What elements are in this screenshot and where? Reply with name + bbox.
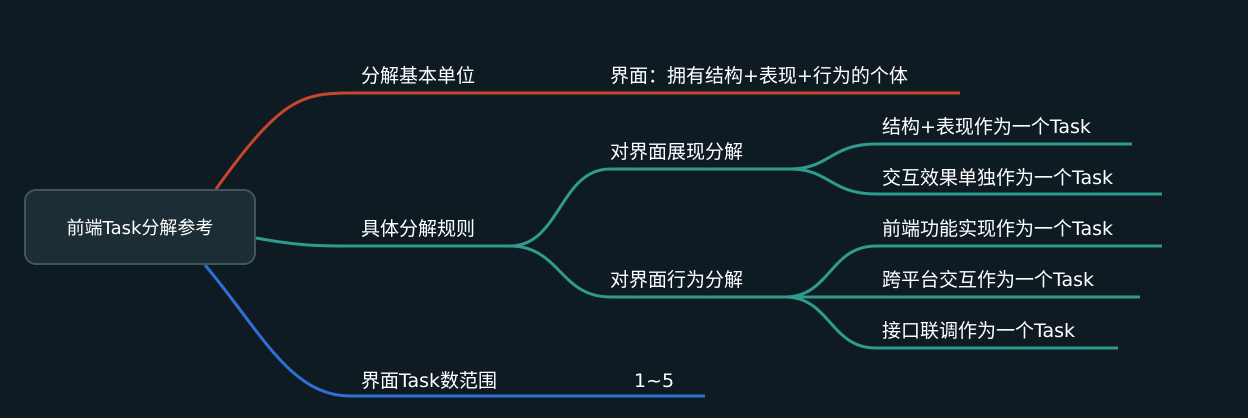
edge-display-to-interaction [789, 167, 1162, 196]
root-node[interactable]: 前端Task分解参考 [24, 189, 256, 265]
node-task-range-value[interactable]: 1~5 [634, 370, 675, 392]
node-task-range[interactable]: 界面Task数范围 [361, 370, 498, 392]
node-structure-task[interactable]: 结构+表现作为一个Task [882, 116, 1091, 138]
node-feature-task[interactable]: 前端功能实现作为一个Task [882, 218, 1114, 240]
edge-root-to-rules [255, 236, 351, 248]
root-node-label: 前端Task分解参考 [66, 218, 214, 239]
node-display-decomposition[interactable]: 对界面展现分解 [610, 141, 744, 163]
edge-root-to-basic-unit [214, 91, 351, 190]
edge-root-to-task-range [203, 264, 351, 398]
node-rules[interactable]: 具体分解规则 [361, 218, 476, 240]
node-cross-platform-task[interactable]: 跨平台交互作为一个Task [882, 269, 1095, 291]
edge-behavior-to-api [784, 295, 1118, 350]
edge-rules-to-behavior [509, 244, 785, 299]
edge-behavior-to-feature [784, 244, 1162, 299]
node-basic-unit-definition[interactable]: 界面：拥有结构+表现+行为的个体 [610, 65, 908, 87]
node-basic-unit[interactable]: 分解基本单位 [361, 65, 476, 87]
node-api-task[interactable]: 接口联调作为一个Task [882, 320, 1076, 342]
node-behavior-decomposition[interactable]: 对界面行为分解 [610, 269, 744, 291]
node-interaction-task[interactable]: 交互效果单独作为一个Task [882, 167, 1114, 189]
edge-rules-to-display [509, 167, 795, 248]
edge-display-to-structure [789, 142, 1132, 171]
